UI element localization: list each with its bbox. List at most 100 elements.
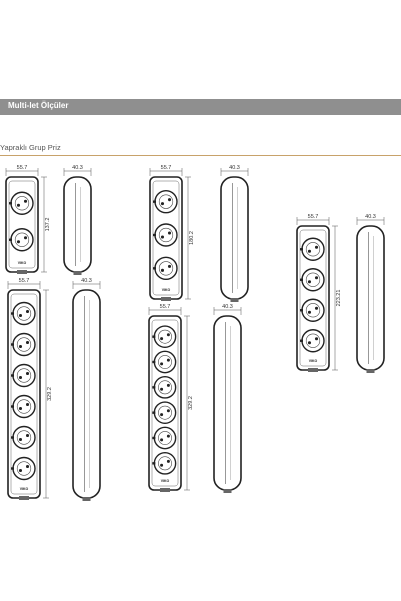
depth-label: 40.3	[222, 304, 233, 310]
outlet-earth-clip	[300, 248, 303, 251]
brand-label: VIKO	[162, 288, 171, 292]
outlet-earth-clip	[300, 339, 303, 342]
outlet-pin-hole	[314, 276, 319, 280]
side-cable-foot	[223, 489, 232, 493]
cable-foot	[19, 496, 29, 500]
outlet-inner-ring	[158, 194, 174, 209]
outlet-earth-clip	[11, 343, 14, 346]
outlet-earth-clip	[11, 436, 14, 439]
height-label: 137.2	[45, 218, 51, 232]
outlet-pin-hole	[160, 202, 165, 206]
outlet-inner-ring	[158, 227, 174, 243]
outlet-pin-hole	[307, 280, 312, 284]
subtitle-divider	[0, 155, 401, 156]
outlet-inner-ring	[16, 337, 32, 352]
outlet-socket	[10, 228, 34, 252]
outlet-socket	[154, 189, 178, 214]
outlet-inner-ring	[158, 355, 172, 369]
outlet-earth-clip	[11, 405, 14, 408]
outlet-pin-hole	[160, 463, 164, 467]
outlet-earth-clip	[152, 411, 156, 414]
outlet-pin-hole	[18, 375, 23, 380]
outlet-inner-ring	[158, 405, 172, 420]
outlet-pin-hole	[23, 199, 28, 203]
width-label: 55.7	[160, 304, 171, 310]
front-inner-panel	[299, 229, 327, 367]
outlet-pin-hole	[160, 413, 164, 417]
outlet-pin-hole	[167, 264, 172, 268]
outlet-earth-clip	[11, 467, 14, 470]
cable-foot	[160, 488, 170, 492]
outlet-pin-hole	[18, 437, 23, 442]
side-body	[72, 289, 101, 499]
outlet-earth-clip	[152, 335, 156, 338]
outlet-socket	[153, 375, 177, 399]
outlet-socket	[153, 325, 177, 349]
outlet-pin-hole	[25, 340, 30, 345]
outlet-earth-clip	[152, 462, 156, 465]
outlet-earth-clip	[152, 436, 156, 440]
outlet-pin-hole	[166, 358, 170, 362]
outlet-pin-hole	[307, 310, 312, 314]
outlet-pin-hole	[160, 438, 164, 442]
side-cable-foot	[73, 271, 82, 275]
outlet-earth-clip	[300, 309, 303, 312]
outlet-socket	[301, 237, 325, 261]
outlet-pin-hole	[160, 337, 164, 341]
outlet-pin-hole	[314, 245, 319, 249]
outlet-inner-ring	[16, 306, 32, 321]
depth-label: 40.3	[229, 165, 240, 171]
outlet-pin-hole	[166, 383, 170, 387]
outlet-earth-clip	[11, 374, 14, 377]
outlet-earth-clip	[153, 200, 156, 203]
outlet-inner-ring	[14, 196, 30, 211]
outlet-inner-ring	[16, 368, 32, 383]
outlet-pin-hole	[314, 337, 319, 341]
outlet-pin-hole	[16, 203, 21, 207]
width-label: 55.7	[17, 165, 28, 171]
outlet-earth-clip	[11, 312, 14, 315]
outlet-inner-ring	[305, 242, 321, 257]
outlet-socket	[12, 456, 36, 481]
outlet-inner-ring	[305, 272, 321, 287]
outlet-socket	[10, 191, 34, 215]
outlet-inner-ring	[158, 456, 172, 471]
outlet-inner-ring	[305, 303, 321, 318]
header-bar	[0, 99, 401, 115]
outlet-pin-hole	[18, 406, 23, 411]
outlet-pin-hole	[314, 306, 319, 310]
side-body	[63, 176, 92, 273]
outlet-inner-ring	[158, 380, 172, 395]
cable-foot	[308, 368, 318, 372]
outlet-socket	[153, 451, 177, 475]
outlet-pin-hole	[16, 240, 21, 244]
outlet-pin-hole	[18, 344, 23, 349]
width-label: 55.7	[308, 214, 319, 220]
depth-label: 40.3	[365, 214, 376, 220]
outlet-earth-clip	[153, 267, 156, 270]
outlet-socket	[153, 401, 177, 425]
outlet-pin-hole	[25, 309, 30, 314]
outlet-pin-hole	[25, 371, 30, 376]
outlet-pin-hole	[167, 198, 172, 202]
outlet-pin-hole	[166, 459, 170, 463]
outlet-earth-clip	[9, 238, 12, 241]
outlet-socket	[154, 223, 178, 247]
outlet-socket	[153, 350, 177, 374]
outlet-pin-hole	[18, 468, 23, 473]
outlet-pin-hole	[160, 268, 165, 272]
side-cable-foot	[82, 497, 91, 501]
brand-label: VIKO	[18, 261, 27, 265]
width-label: 55.7	[19, 278, 30, 284]
outlet-pin-hole	[166, 434, 170, 438]
side-body	[213, 315, 242, 491]
front-body	[5, 176, 39, 273]
outlet-pin-hole	[166, 333, 170, 337]
outlet-pin-hole	[307, 249, 312, 253]
cable-foot	[17, 270, 27, 274]
header-title: Multi-let Ölçüler	[8, 101, 69, 110]
brand-label: VIKO	[309, 359, 318, 363]
